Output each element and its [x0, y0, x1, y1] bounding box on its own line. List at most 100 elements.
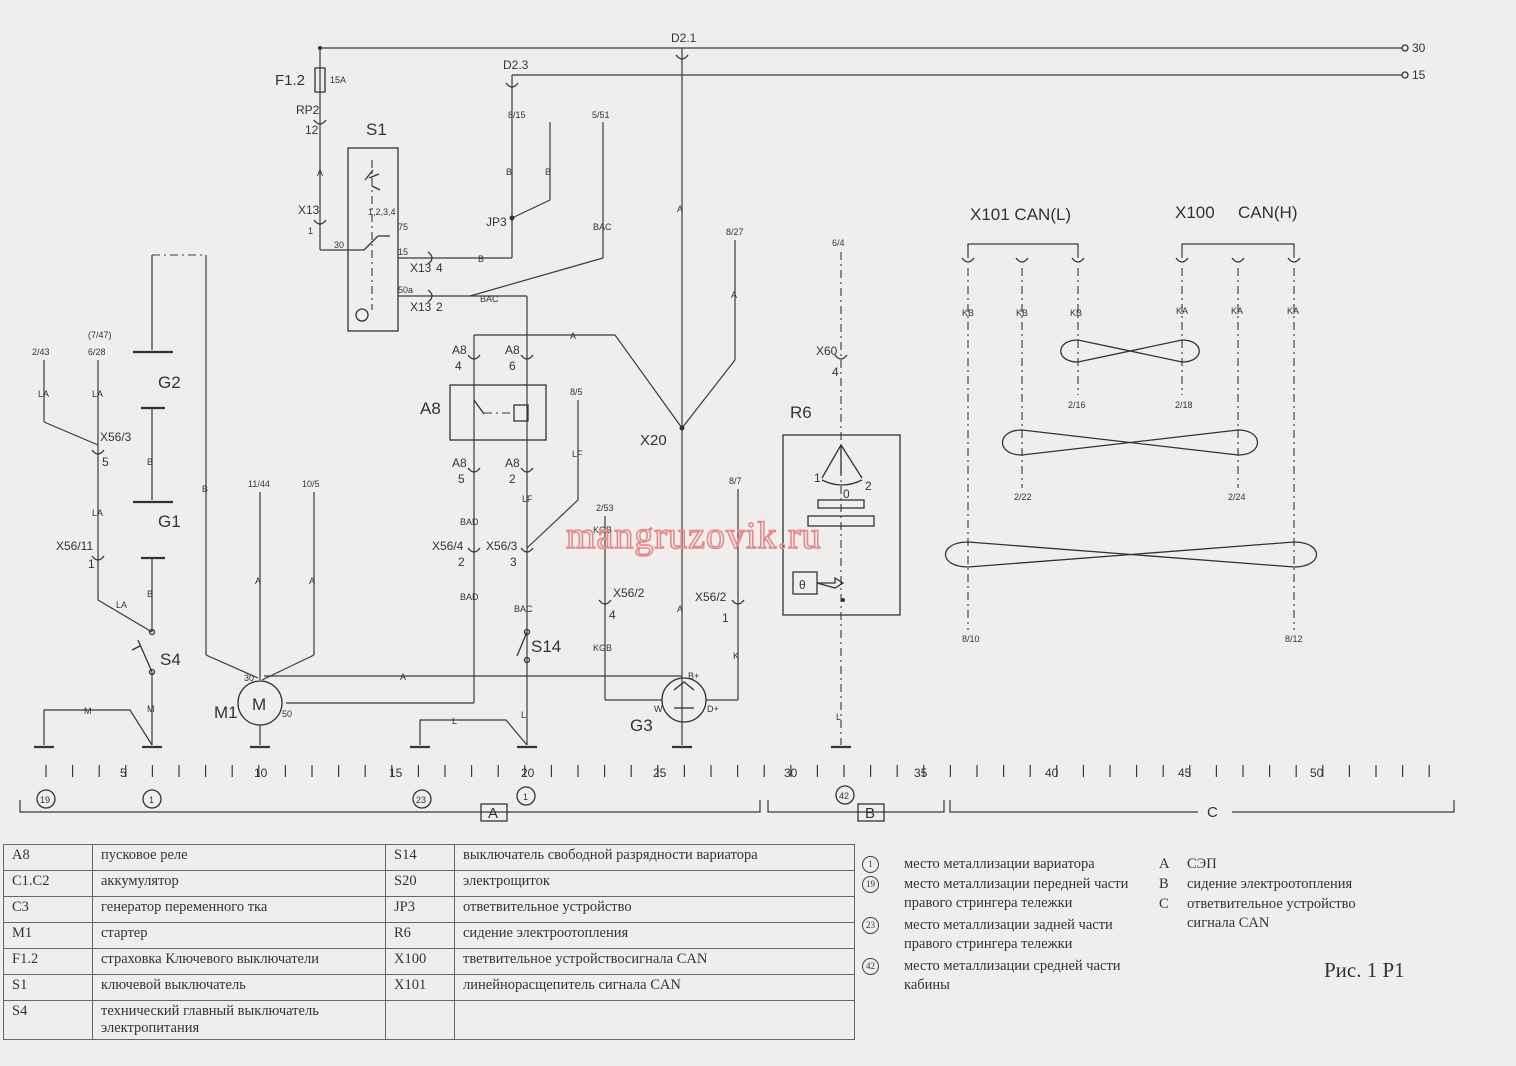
wire-a-label-2: A: [570, 331, 576, 341]
r6-pos0: 0: [843, 487, 850, 501]
legend-cell-d1: пусковое реле: [92, 844, 386, 871]
a8p5-label: A8: [452, 456, 467, 470]
a8p5-connector: [467, 467, 481, 473]
ref-253: 2/53: [596, 503, 614, 513]
key-icon: [355, 308, 369, 322]
wire-a-label-4: A: [677, 204, 683, 214]
note-1-mark: 1: [862, 856, 879, 873]
s14-terminal-bottom: [523, 656, 531, 664]
zone-legend-b-text: сидение электроотопления: [1187, 876, 1353, 892]
r6-element-1: [817, 499, 865, 509]
a8-label: A8: [420, 399, 441, 418]
wire-kb-label-3: KB: [1070, 308, 1082, 318]
legend-cell-d2: сидение электроотопления: [454, 922, 855, 949]
can-l-connector-marks: [961, 257, 1085, 263]
x5603-label: X56/3: [100, 430, 132, 444]
wire-lf-diag: [526, 499, 579, 549]
thermostat-icon: θ: [799, 578, 806, 592]
a8p6-label: A8: [505, 343, 520, 357]
wire-la-label-4: LA: [116, 600, 127, 610]
scale-5: 5: [120, 766, 127, 780]
note-19-mark: 19: [862, 876, 879, 893]
x5604-connector: [467, 547, 481, 553]
ref-551: 5/51: [592, 110, 610, 120]
r6-pos1: 1: [814, 471, 821, 485]
s1-t15: 15: [398, 247, 408, 257]
wire-m-label-1: M: [147, 704, 155, 714]
scale-30: 30: [784, 766, 798, 780]
wire-kgb-label-1: KGB: [593, 525, 612, 535]
f12-label: F1.2: [275, 72, 305, 89]
ref-810: 8/10: [962, 634, 980, 644]
legend-cell-c2: R6: [385, 922, 455, 949]
rp2-label: RP2: [296, 103, 320, 117]
wire-a-to-x20: [614, 334, 683, 429]
x5602a-label: X56/2: [613, 586, 645, 600]
x5603b-connector: [520, 547, 534, 553]
scale-35: 35: [914, 766, 928, 780]
x60-pin: 4: [832, 365, 839, 379]
legend-cell-c2: S20: [385, 870, 455, 897]
legend-cell-c2: X101: [385, 974, 455, 1001]
legend-cell-c1: C1.C2: [3, 870, 93, 897]
ground-mark-42: [835, 785, 855, 805]
ref-827: 8/27: [726, 227, 744, 237]
relay-a8-contact: [473, 399, 485, 415]
x5602a-connector: [598, 599, 612, 605]
ref-85: 8/5: [570, 387, 583, 397]
twisted-pair-2: [1002, 429, 1258, 456]
wire-b-label-starter: B: [202, 484, 208, 494]
legend-cell-c2: JP3: [385, 896, 455, 923]
zone-legend-c-text: ответвительное устройство сигнала CAN: [1187, 896, 1356, 931]
s1-positions: 1,2,3,4: [368, 207, 396, 217]
ground-mark-23: [412, 789, 432, 809]
s1-contact: [363, 235, 390, 251]
wire-b-label-s1: B: [478, 254, 484, 264]
r6-pos2: 2: [865, 479, 872, 493]
legend-cell-d1: технический главный выключатель электроп…: [92, 1000, 386, 1040]
wiring-diagram: 30 15 D2.1 D2.3 F1.2 15A RP2 12 A X13 1 …: [19, 31, 1455, 822]
legend-cell-d2: линейнорасщепитель сигнала CAN: [454, 974, 855, 1001]
zone-b-box: [857, 803, 885, 822]
rp2-pin: 12: [305, 123, 319, 137]
wire-bac-label-1: BAC: [593, 222, 612, 232]
zone-legend-a-text: СЭП: [1187, 856, 1217, 872]
r6-label: R6: [790, 403, 812, 422]
m1-t50: 50: [282, 709, 292, 719]
s1-positions-symbol: [364, 169, 381, 191]
legend-cell-c2: S14: [385, 844, 455, 871]
wire-bac-label-3: BAC: [514, 604, 533, 614]
s1-t50a: 50a: [398, 285, 413, 295]
x5603b-pin: 3: [510, 555, 517, 569]
x5602b-label: X56/2: [695, 590, 727, 604]
x5604-label: X56/4: [432, 539, 464, 553]
legend-cell-c2: [385, 1000, 455, 1040]
zone-legend-b-letter: B: [1159, 876, 1169, 892]
legend-cell-c1: A8: [3, 844, 93, 871]
a8p2-label: A8: [505, 456, 520, 470]
wire-bad-label-2: BAD: [460, 592, 479, 602]
key-switch-s1-box: [347, 147, 399, 332]
ref-105: 10/5: [302, 479, 320, 489]
legend-cell-d1: стартер: [92, 922, 386, 949]
r6-element-2: [807, 515, 875, 527]
wire-m-label-2: M: [84, 706, 92, 716]
s14-label: S14: [531, 637, 561, 656]
ref-222: 2/22: [1014, 492, 1032, 502]
ref-243: 2/43: [32, 347, 50, 357]
legend-cell-d1: ключевой выключатель: [92, 974, 386, 1001]
wire-b-label-jp3b: B: [545, 167, 551, 177]
wire-bad-label-1: BAD: [460, 517, 479, 527]
wire-la-label-2: LA: [92, 389, 103, 399]
wire-bac-diag: [469, 257, 604, 297]
zone-c-gap: [1198, 803, 1232, 820]
x5603-pin: 5: [102, 455, 109, 469]
s1-t75: 75: [398, 222, 408, 232]
x5602b-connector: [731, 599, 745, 605]
